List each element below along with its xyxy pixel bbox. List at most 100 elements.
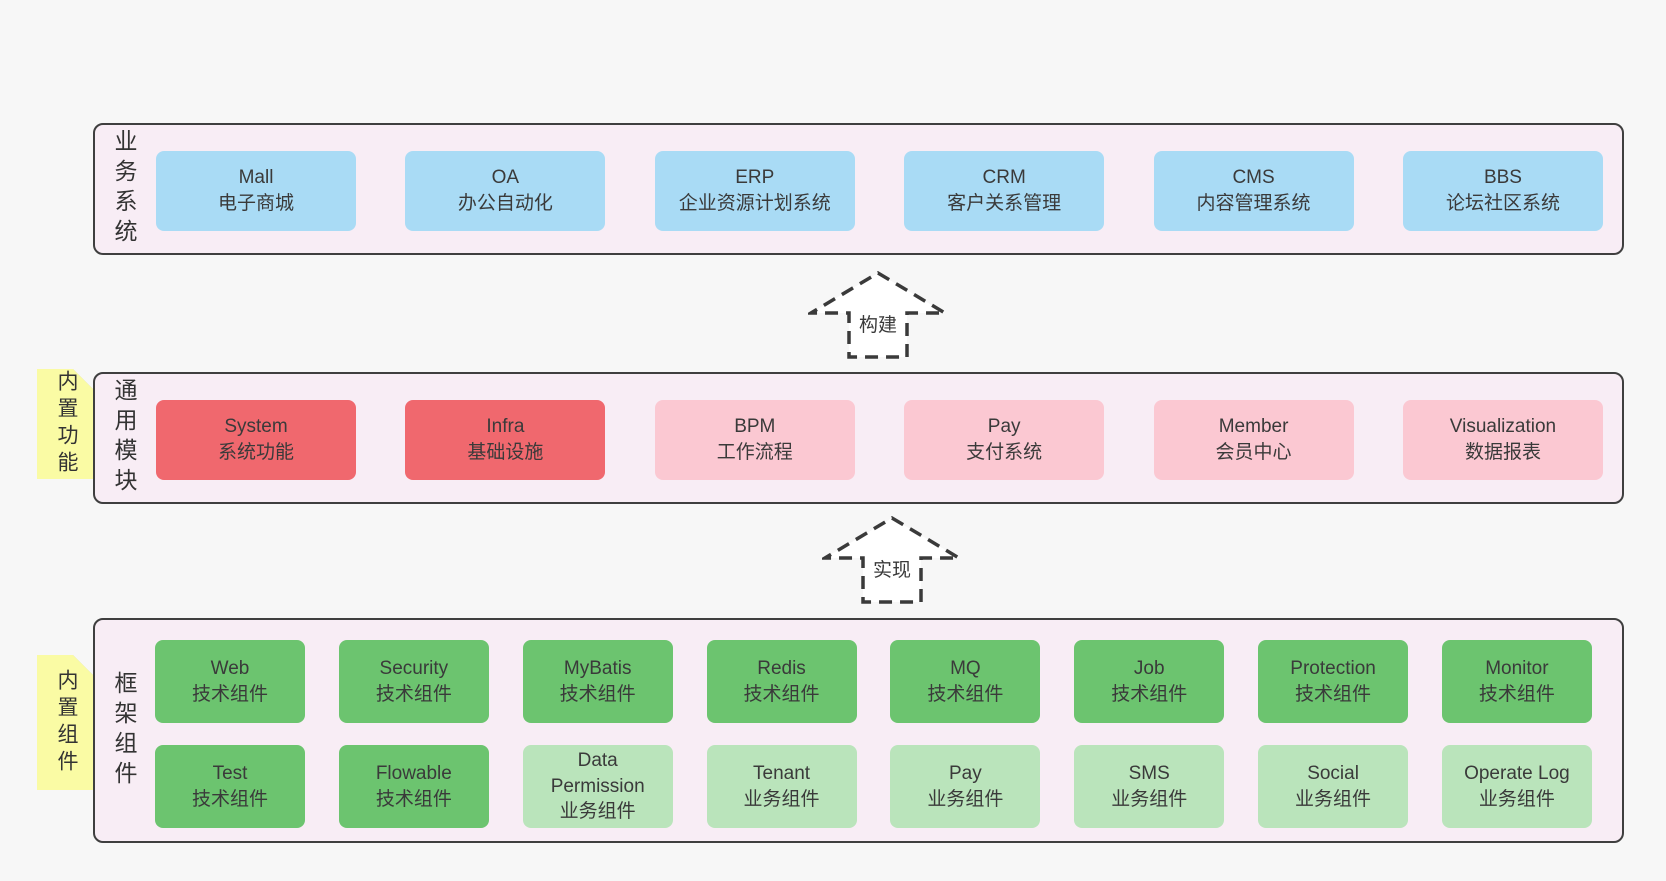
diagram-box-test: Test 技术组件 xyxy=(155,745,305,828)
sticky-note-built-in-features: 内置功能 xyxy=(37,369,95,479)
layer-common-modules: 通用模块 System 系统功能 Infra 基础设施 BPM 工作流程 Pay 支付系统 Me… xyxy=(93,372,1624,504)
sticky-note-built-in-components: 内置组件 xyxy=(37,655,95,790)
box-title: MQ xyxy=(950,657,981,679)
box-subtitle: 系统功能 xyxy=(217,442,294,463)
box-title: BPM xyxy=(734,416,776,438)
box-title: Flowable xyxy=(375,762,452,784)
box-title: Monitor xyxy=(1485,657,1549,679)
diagram-box-redis: Redis 技术组件 xyxy=(706,640,857,723)
box-subtitle: 技术组件 xyxy=(927,683,1004,705)
diagram-box-job: Job 技术组件 xyxy=(1074,640,1225,723)
diagram-box-mq: MQ 技术组件 xyxy=(890,640,1041,723)
diagram-box-infra: Infra 基础设施 xyxy=(405,400,606,480)
box-subtitle: 工作流程 xyxy=(716,442,793,463)
diagram-box-system: System 系统功能 xyxy=(156,400,356,480)
box-title: MyBatis xyxy=(563,657,632,679)
diagram-box-data-permission: Data Permission 业务组件 xyxy=(522,745,673,828)
layer-label-framework-components: 框架组件 xyxy=(111,670,137,791)
diagram-box-mall: Mall 电子商城 xyxy=(156,151,356,231)
box-subtitle: 技术组件 xyxy=(1295,683,1372,705)
box-title: Web xyxy=(210,657,250,679)
box-subtitle: 业务组件 xyxy=(743,788,820,810)
diagram-box-protection: Protection 技术组件 xyxy=(1258,640,1409,723)
diagram-box-operate-log: Operate Log 业务组件 xyxy=(1441,745,1592,828)
diagram-box-monitor: Monitor 技术组件 xyxy=(1441,640,1592,723)
box-subtitle: 业务组件 xyxy=(1295,788,1372,810)
box-title: Operate Log xyxy=(1464,762,1570,784)
diagram-box-bbs: BBS 论坛社区系统 xyxy=(1402,151,1603,231)
layer-label-business-systems: 业务系统 xyxy=(111,129,137,249)
box-title: Mall xyxy=(238,167,274,189)
box-title: Social xyxy=(1307,762,1359,784)
diagram-box-bpm: BPM 工作流程 xyxy=(654,400,855,480)
box-title: Test xyxy=(212,762,248,784)
diagram-box-tenant: Tenant 业务组件 xyxy=(706,745,857,828)
diagram-box-cms: CMS 内容管理系统 xyxy=(1153,151,1354,231)
box-subtitle: 技术组件 xyxy=(375,683,452,705)
box-title: BBS xyxy=(1483,167,1522,189)
diagram-box-visualization: Visualization 数据报表 xyxy=(1402,400,1603,480)
box-subtitle: 电子商城 xyxy=(217,193,294,214)
layer-label-common-modules: 通用模块 xyxy=(111,378,137,498)
box-title: Pay xyxy=(949,762,982,784)
box-title: Tenant xyxy=(753,762,811,784)
common-modules-row: System 系统功能 Infra 基础设施 BPM 工作流程 Pay 支付系统 Member 会… xyxy=(156,400,1603,480)
box-subtitle: 技术组件 xyxy=(559,683,636,705)
box-subtitle: 办公自动化 xyxy=(457,193,553,214)
diagram-box-mybatis: MyBatis 技术组件 xyxy=(522,640,673,723)
build-arrow: 构建 xyxy=(808,270,948,360)
box-subtitle: 客户关系管理 xyxy=(947,193,1062,214)
box-subtitle: 业务组件 xyxy=(927,788,1004,810)
box-subtitle: 技术组件 xyxy=(191,788,268,810)
box-title: Protection xyxy=(1290,657,1376,679)
box-subtitle: 论坛社区系统 xyxy=(1445,193,1560,214)
diagram-box-pay: Pay 业务组件 xyxy=(890,745,1041,828)
implement-arrow: 实现 xyxy=(822,515,962,605)
diagram-box-oa: OA 办公自动化 xyxy=(405,151,606,231)
diagram-box-pay: Pay 支付系统 xyxy=(904,400,1105,480)
box-subtitle: 技术组件 xyxy=(1111,683,1188,705)
box-subtitle: 基础设施 xyxy=(467,442,544,463)
box-subtitle: 技术组件 xyxy=(191,683,268,705)
diagram-box-social: Social 业务组件 xyxy=(1258,745,1409,828)
diagram-box-crm: CRM 客户关系管理 xyxy=(904,151,1105,231)
box-title: Redis xyxy=(757,657,806,679)
box-title: System xyxy=(224,416,288,438)
box-subtitle: 业务组件 xyxy=(559,801,636,823)
box-title: SMS xyxy=(1128,762,1170,784)
diagram-box-web: Web 技术组件 xyxy=(155,640,305,723)
box-subtitle: 内容管理系统 xyxy=(1196,193,1311,214)
box-title: OA xyxy=(491,167,520,189)
box-title: Data Permission xyxy=(550,750,645,797)
box-subtitle: 数据报表 xyxy=(1464,442,1541,463)
box-subtitle: 企业资源计划系统 xyxy=(678,193,831,214)
diagram-box-security: Security 技术组件 xyxy=(338,640,489,723)
box-subtitle: 支付系统 xyxy=(966,442,1043,463)
box-title: Job xyxy=(1133,657,1165,679)
box-title: CMS xyxy=(1232,167,1275,189)
diagram-box-member: Member 会员中心 xyxy=(1153,400,1354,480)
box-title: Security xyxy=(379,657,449,679)
box-title: Infra xyxy=(486,416,525,438)
box-title: Visualization xyxy=(1449,416,1557,438)
box-subtitle: 技术组件 xyxy=(1478,683,1555,705)
diagram-box-flowable: Flowable 技术组件 xyxy=(338,745,489,828)
diagram-box-sms: SMS 业务组件 xyxy=(1074,745,1225,828)
box-title: CRM xyxy=(982,167,1026,189)
box-subtitle: 技术组件 xyxy=(743,683,820,705)
box-subtitle: 技术组件 xyxy=(375,788,452,810)
box-subtitle: 会员中心 xyxy=(1215,442,1292,463)
box-subtitle: 业务组件 xyxy=(1111,788,1188,810)
implement-arrow-label: 实现 xyxy=(869,555,915,582)
build-arrow-label: 构建 xyxy=(855,310,901,337)
box-title: Member xyxy=(1218,416,1289,438)
box-subtitle: 业务组件 xyxy=(1478,788,1555,810)
box-title: Pay xyxy=(987,416,1021,438)
